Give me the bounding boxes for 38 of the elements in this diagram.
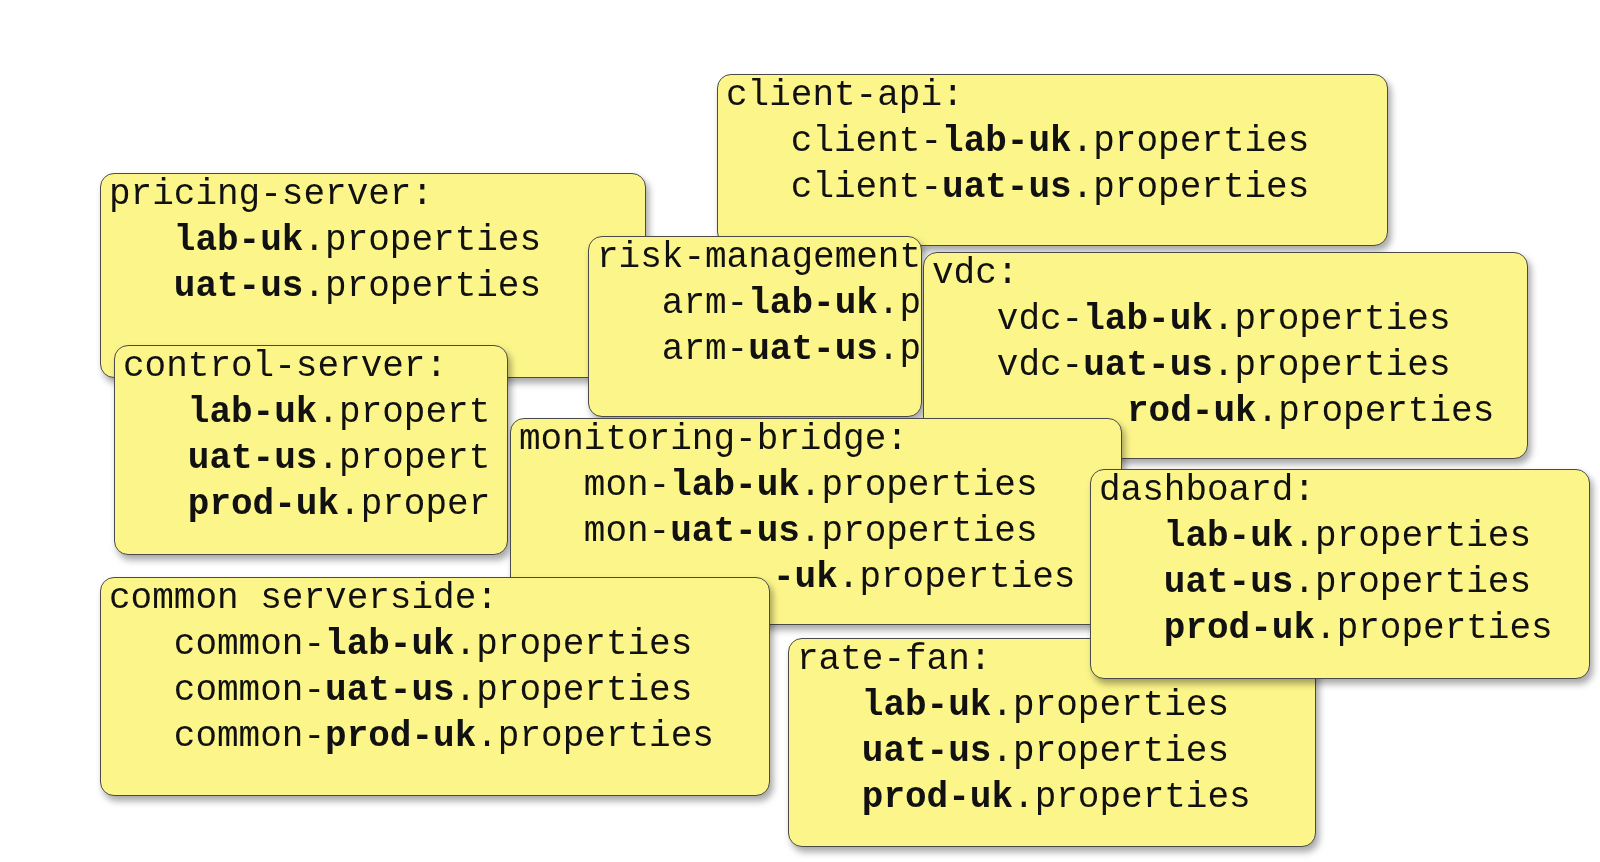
file-name-text: mon-uat-us.properties (583, 510, 1038, 554)
card-title: risk-management (597, 237, 921, 280)
file-name-text: common-lab-uk.properties (173, 623, 693, 667)
file-name-text: common-prod-uk.properties (173, 715, 714, 759)
note-card (923, 252, 1528, 459)
file-name-text: lab-uk.propert (187, 391, 491, 435)
file-name-text: lab-uk.properties (173, 219, 542, 263)
note-card (588, 236, 922, 417)
card-title: dashboard: (1099, 470, 1316, 513)
file-name-text: client-uat-us.properties (790, 166, 1310, 210)
card-title: rate-fan: (797, 639, 992, 682)
card-title: control-server: (123, 346, 448, 389)
card-title: common serverside: (109, 578, 498, 621)
file-name-text: uat-us.properties (861, 730, 1230, 774)
file-name-text: uat-us.properties (173, 265, 542, 309)
note-card (114, 345, 508, 555)
file-name-text: vdc-lab-uk.properties (996, 298, 1451, 342)
note-card (1090, 469, 1590, 679)
file-name-text: prod-uk.proper (187, 483, 491, 527)
file-name-text: common-uat-us.properties (173, 669, 693, 713)
card-title: client-api: (726, 75, 964, 118)
file-name-text: prod-uk.properties (1163, 607, 1553, 651)
file-name-text: prod-uk.properties (861, 776, 1251, 820)
file-name-text: client-lab-uk.properties (790, 120, 1310, 164)
card-title: monitoring-bridge: (519, 419, 908, 462)
file-name-text: mon-lab-uk.properties (583, 464, 1038, 508)
file-name-text: rod-uk.properties (1127, 390, 1495, 434)
card-title: pricing-server: (109, 174, 434, 217)
file-name-text: lab-uk.properties (861, 684, 1230, 728)
file-name-text: lab-uk.properties (1163, 515, 1532, 559)
file-name-text: -uk.properties (773, 556, 1076, 600)
file-name-text: uat-us.properties (1163, 561, 1532, 605)
file-name-text: arm-lab-uk.p (661, 282, 921, 326)
note-card (100, 577, 770, 796)
card-title: vdc: (932, 253, 1019, 296)
file-name-text: arm-uat-us.p (661, 328, 921, 372)
file-name-text: vdc-uat-us.properties (996, 344, 1451, 388)
file-name-text: uat-us.propert (187, 437, 491, 481)
